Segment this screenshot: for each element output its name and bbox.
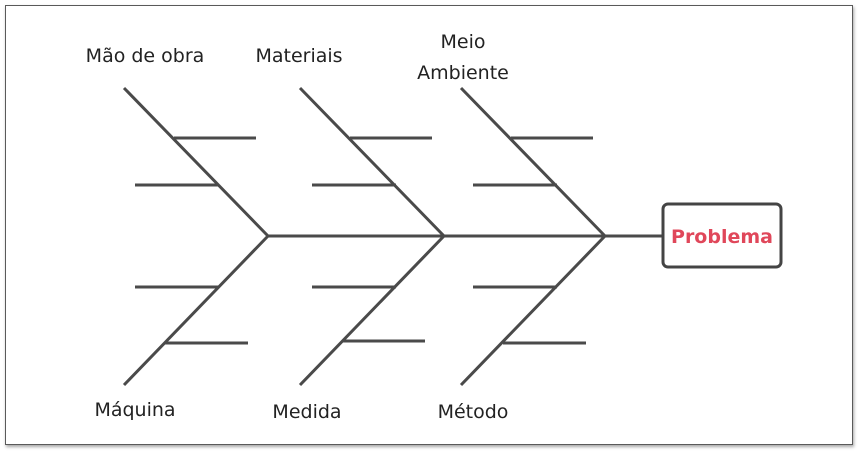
problem-box bbox=[661, 202, 783, 269]
bone-top-2 bbox=[298, 86, 446, 238]
cause-label-ambiente: Ambiente bbox=[417, 62, 509, 84]
cause-label-materiais: Materiais bbox=[255, 45, 342, 67]
cause-label-maquina: Máquina bbox=[94, 399, 175, 421]
cause-label-mao-de-obra: Mão de obra bbox=[86, 45, 205, 67]
cause-label-medida: Medida bbox=[272, 401, 341, 423]
bone-bottom-1 bbox=[122, 234, 270, 387]
bone-bottom-2 bbox=[298, 234, 446, 387]
bone-top-1 bbox=[122, 86, 270, 238]
bone-bottom-3 bbox=[459, 234, 607, 387]
cause-label-meio: Meio bbox=[441, 31, 486, 53]
bone-top-3 bbox=[459, 86, 607, 238]
cause-label-metodo: Método bbox=[438, 401, 509, 423]
problem-label: Problema bbox=[671, 226, 773, 248]
